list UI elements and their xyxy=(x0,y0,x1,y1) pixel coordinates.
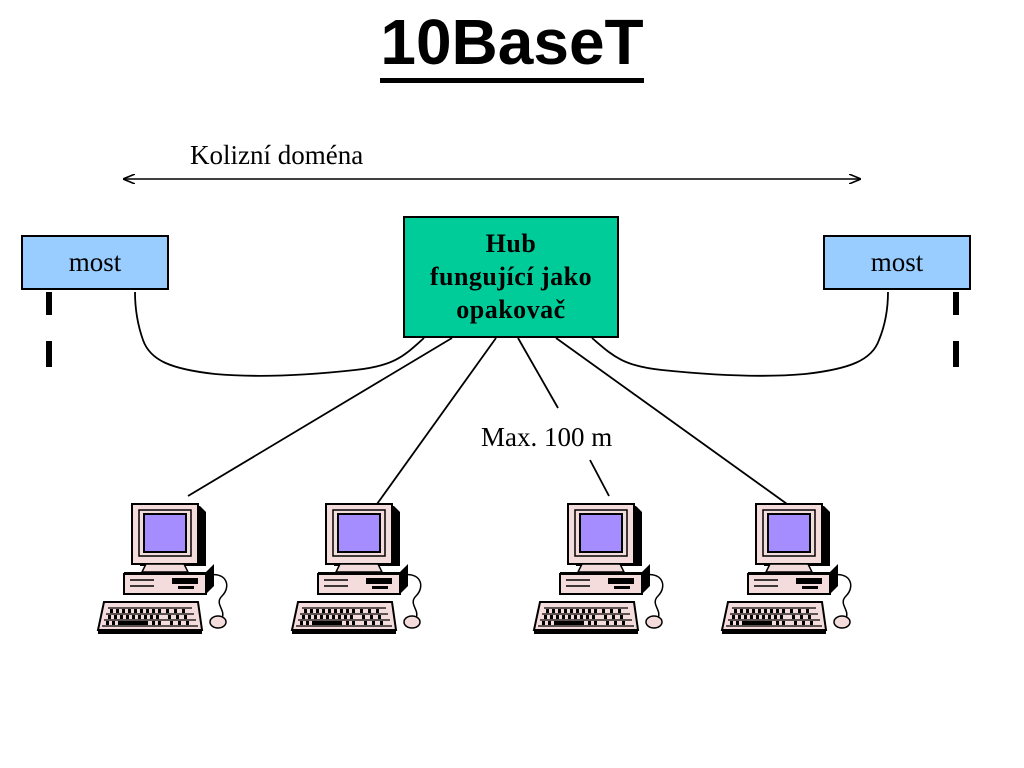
bridge-left-port-lower xyxy=(46,341,52,367)
cable-hub-left-bridge xyxy=(134,291,425,377)
hub-label-line3: opakovač xyxy=(456,295,566,324)
collision-domain-label: Kolizní doména xyxy=(190,140,364,170)
desktop-computer-icon xyxy=(291,503,422,635)
cable-hub-computer-1 xyxy=(187,337,453,497)
hub-label-line1: Hub xyxy=(485,229,537,258)
bridge-right-label: most xyxy=(870,247,924,277)
page-title-text: 10BaseT xyxy=(380,6,644,83)
bridge-right-port-lower xyxy=(953,341,959,367)
bridge-left-label: most xyxy=(68,247,122,277)
bridge-left: most xyxy=(21,235,169,290)
cable-hub-computer-4 xyxy=(555,337,788,505)
desktop-computer-icon xyxy=(97,503,228,635)
cable-hub-computer-3-upper xyxy=(517,337,559,409)
hub-label-line2: fungující jako xyxy=(429,262,593,291)
bridge-right-port-upper xyxy=(953,292,959,315)
desktop-computer-icon xyxy=(533,503,664,635)
cable-hub-computer-2 xyxy=(376,337,497,505)
hub-box: Hub fungující jako opakovač xyxy=(403,216,619,338)
desktop-computer-icon xyxy=(721,503,852,635)
bridge-right: most xyxy=(823,235,971,290)
cable-hub-right-bridge xyxy=(591,291,889,377)
max-distance-label: Max. 100 m xyxy=(481,422,613,452)
cable-hub-computer-3-lower xyxy=(589,459,610,497)
bridge-left-port-upper xyxy=(46,292,52,315)
page-title: 10BaseT xyxy=(0,2,1024,83)
